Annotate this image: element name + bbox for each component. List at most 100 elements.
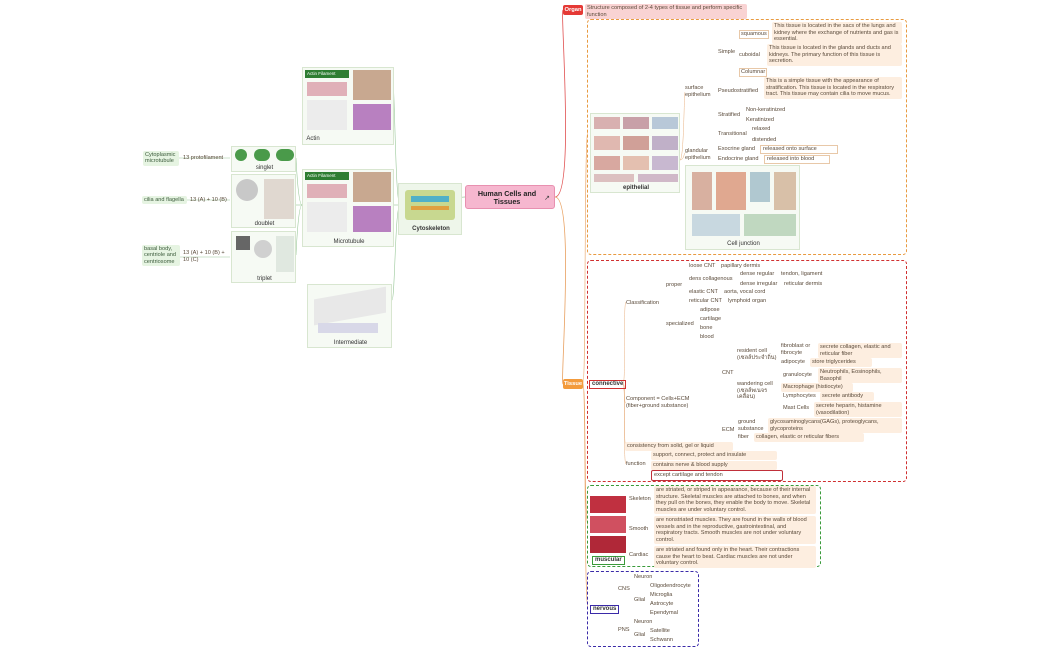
- simple-label[interactable]: Simple: [718, 49, 736, 55]
- consistency-label[interactable]: consistency from solid, gel or liquid: [625, 442, 733, 451]
- doublet-caption: doublet: [254, 221, 275, 227]
- pseudostratified-label[interactable]: Pseudostratified: [718, 88, 759, 94]
- pns-glial[interactable]: Glial: [634, 632, 646, 638]
- actin-caption: Actin: [306, 136, 320, 142]
- dense-regular[interactable]: dense regular: [740, 271, 775, 277]
- ependymal-label[interactable]: Ependymal: [650, 610, 678, 616]
- cuboidal-label[interactable]: cuboidal: [739, 52, 760, 58]
- nervous-label[interactable]: nervous: [590, 605, 620, 614]
- cilia-flagella[interactable]: cilia and flagella: [142, 196, 187, 205]
- cytoplasmic-microtubule[interactable]: Cytoplasmic microtubule: [143, 151, 179, 166]
- cytoskeleton-image[interactable]: Cytoskeleton: [398, 183, 462, 235]
- wandering-cell[interactable]: wandering cell (เซลล์พเนจรเคลื่อน): [737, 381, 773, 401]
- cartilage-label[interactable]: cartilage: [700, 316, 722, 322]
- connective-label[interactable]: connective: [589, 380, 627, 389]
- macrophage-label[interactable]: Macrophage (histiocyte): [781, 383, 853, 392]
- resident-cell[interactable]: resident cell (เซลล์ประจำถิ่น): [737, 348, 777, 361]
- classification-label[interactable]: Classification: [626, 300, 659, 306]
- root-node[interactable]: Human Cells and Tissues ↗: [465, 185, 555, 209]
- elastic-cnt[interactable]: elastic CNT: [689, 289, 718, 295]
- protofilament-label: 13 protofilament: [183, 155, 224, 161]
- fiber-label[interactable]: fiber: [738, 434, 749, 440]
- skeleton-label[interactable]: Skeleton: [629, 496, 651, 502]
- microglia-label[interactable]: Microglia: [650, 592, 673, 598]
- dens-collagenous[interactable]: dens collagenous: [689, 276, 733, 282]
- cuboidal-desc: This tissue is located in the glands and…: [767, 44, 902, 66]
- granulocyte-label[interactable]: granulocyte: [783, 372, 812, 378]
- cardiac-label[interactable]: Cardiac: [629, 552, 649, 558]
- squamous-label[interactable]: squamous: [739, 30, 769, 39]
- fibroblast-label[interactable]: fibroblast or fibrocyte: [781, 343, 811, 356]
- tissue-node[interactable]: Tissue: [563, 379, 583, 389]
- bone-label[interactable]: bone: [700, 325, 713, 331]
- keratinized-label[interactable]: Keratinized: [746, 117, 774, 123]
- transitional-label[interactable]: Transitional: [718, 131, 747, 137]
- epithelial-frame: [587, 19, 907, 255]
- cardiac-desc: are striated and found only in the heart…: [654, 546, 816, 568]
- intermediate-caption: Intermediate: [333, 340, 368, 346]
- pseudostratified-desc: This is a simple tissue with the appeara…: [764, 77, 902, 99]
- mast-cells-label[interactable]: Mast Cells: [783, 405, 810, 411]
- exocrine-label[interactable]: Exocrine gland: [718, 146, 756, 152]
- proper-label[interactable]: proper: [666, 282, 683, 288]
- oligodendrocyte-label[interactable]: Oligodendrocyte: [650, 583, 691, 589]
- glandular-epithelium[interactable]: glandular epithelium: [685, 148, 711, 161]
- actin-card-title: Actin Filament: [305, 70, 349, 78]
- function-label[interactable]: function: [626, 461, 646, 467]
- distended-label[interactable]: distended: [752, 137, 777, 143]
- ground-substance-desc: glycosaminoglycans(GAGs), proteoglycans,…: [768, 418, 902, 434]
- function-item-1: support, connect, protect and insulate: [651, 451, 777, 460]
- satellite-label[interactable]: Satellite: [650, 628, 670, 634]
- muscular-label[interactable]: muscular: [592, 556, 625, 565]
- cns-glial[interactable]: Glial: [634, 597, 646, 603]
- microtubule-image[interactable]: Actin Filament Microtubule: [302, 169, 394, 247]
- doublet-image[interactable]: doublet: [231, 174, 296, 228]
- stratified-label[interactable]: Stratified: [718, 112, 741, 118]
- specialized-label[interactable]: specialized: [666, 321, 694, 327]
- astrocyte-label[interactable]: Astrocyte: [650, 601, 674, 607]
- loose-cnt[interactable]: loose CNT: [689, 263, 716, 269]
- adipose-label[interactable]: adipose: [700, 307, 720, 313]
- muscle-image[interactable]: [590, 496, 626, 554]
- surface-epithelium[interactable]: surface epithelium: [685, 85, 711, 98]
- blood-label[interactable]: blood: [700, 334, 714, 340]
- triplet-image[interactable]: triplet: [231, 231, 296, 283]
- smooth-label[interactable]: Smooth: [629, 526, 649, 532]
- epithelial-image[interactable]: epithelial: [590, 113, 680, 193]
- columnar-label[interactable]: Columnar: [739, 68, 768, 77]
- singlet-image[interactable]: singlet: [231, 146, 296, 172]
- cilia-formula: 13 (A) + 10 (B): [190, 197, 227, 203]
- fibroblast-desc: secrete collagen, elastic and reticular …: [818, 343, 902, 359]
- granulocyte-desc: Neutrophils, Eosinophils, Basophil: [818, 368, 902, 384]
- non-keratinized-label[interactable]: Non-keratinized: [746, 107, 786, 113]
- component-label[interactable]: Component = Cells+ECM (fiber+ground subs…: [626, 396, 690, 409]
- ground-substance[interactable]: ground substance: [738, 419, 764, 432]
- cell-junction-image[interactable]: Cell junction: [685, 165, 800, 250]
- cnt-label[interactable]: CNT: [722, 370, 734, 376]
- cns-neuron[interactable]: Neuron: [634, 574, 653, 580]
- external-link-icon[interactable]: ↗: [544, 195, 550, 202]
- pns-label[interactable]: PNS: [618, 627, 630, 633]
- root-title: Human Cells and Tissues: [477, 189, 537, 206]
- ecm-label[interactable]: ECM: [722, 427, 735, 433]
- actin-image[interactable]: Actin Filament Actin: [302, 67, 394, 145]
- basal-body[interactable]: basal body, centriole and centriosome: [142, 245, 180, 267]
- intermediate-image[interactable]: Intermediate: [307, 284, 392, 348]
- loose-cnt-example: papillary dermis: [721, 263, 761, 269]
- relaxed-label[interactable]: relaxed: [752, 126, 771, 132]
- adipocyte-label[interactable]: adipocyte: [781, 359, 805, 365]
- schwann-label[interactable]: Schwann: [650, 637, 674, 643]
- singlet-caption: singlet: [255, 165, 274, 171]
- lymphocytes-label[interactable]: Lymphocytes: [783, 393, 816, 399]
- dense-irregular[interactable]: dense irregular: [740, 281, 778, 287]
- squamous-desc: This tissue is located in the sacs of th…: [772, 22, 902, 44]
- organ-node[interactable]: Organ: [563, 5, 583, 15]
- cns-label[interactable]: CNS: [618, 586, 630, 592]
- reticular-cnt[interactable]: reticular CNT: [689, 298, 722, 304]
- microtubule-caption: Microtubule: [333, 239, 365, 245]
- pns-neuron[interactable]: Neuron: [634, 619, 653, 625]
- fiber-desc: collagen, elastic or reticular fibers: [754, 433, 864, 442]
- endocrine-label[interactable]: Endocrine gland: [718, 156, 759, 162]
- function-item-3: except cartilage and tendon: [651, 470, 783, 481]
